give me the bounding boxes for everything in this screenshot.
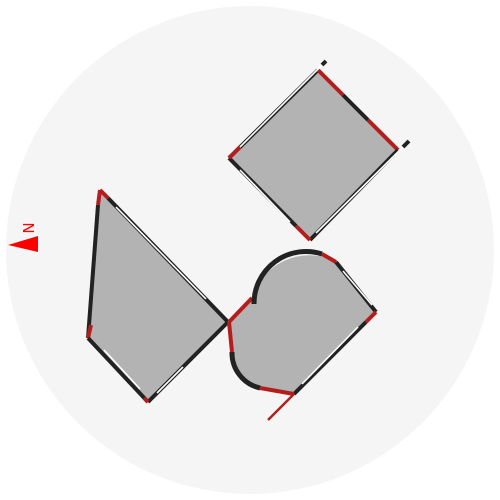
curved-wall [251, 248, 323, 305]
wall [227, 156, 298, 228]
window [142, 396, 150, 404]
wall-red [259, 386, 295, 396]
compass-label: N [19, 222, 37, 233]
room-bottom-right-floor [229, 255, 376, 394]
room-left-floor [88, 190, 228, 402]
room-left [86, 188, 230, 404]
window [315, 143, 407, 234]
wall [292, 320, 368, 396]
plan-background-circle [6, 6, 494, 494]
wall-red [321, 252, 337, 264]
wall [86, 336, 150, 404]
window [320, 59, 328, 67]
window [115, 206, 207, 300]
window [301, 326, 359, 385]
wall [341, 93, 370, 122]
window [156, 366, 184, 394]
window [401, 139, 411, 149]
room-top-right-floor [229, 70, 398, 240]
window [239, 64, 323, 148]
compass: N [8, 222, 38, 252]
room-bottom-right [227, 248, 378, 421]
wall [86, 204, 100, 339]
wall-red [316, 68, 345, 97]
window [342, 270, 373, 306]
window [103, 349, 141, 390]
north-arrow-icon [8, 236, 38, 252]
wall-red [366, 118, 400, 152]
wall-red [227, 321, 234, 353]
wall-red [364, 310, 378, 324]
room-top-right [227, 59, 411, 242]
wall-red [227, 296, 254, 324]
wall-red [96, 189, 102, 206]
wall-red [294, 224, 312, 242]
curved-wall [229, 351, 261, 391]
wall-red [267, 393, 295, 421]
window [239, 169, 291, 223]
wall-red [86, 324, 93, 339]
wall-red [227, 145, 242, 160]
